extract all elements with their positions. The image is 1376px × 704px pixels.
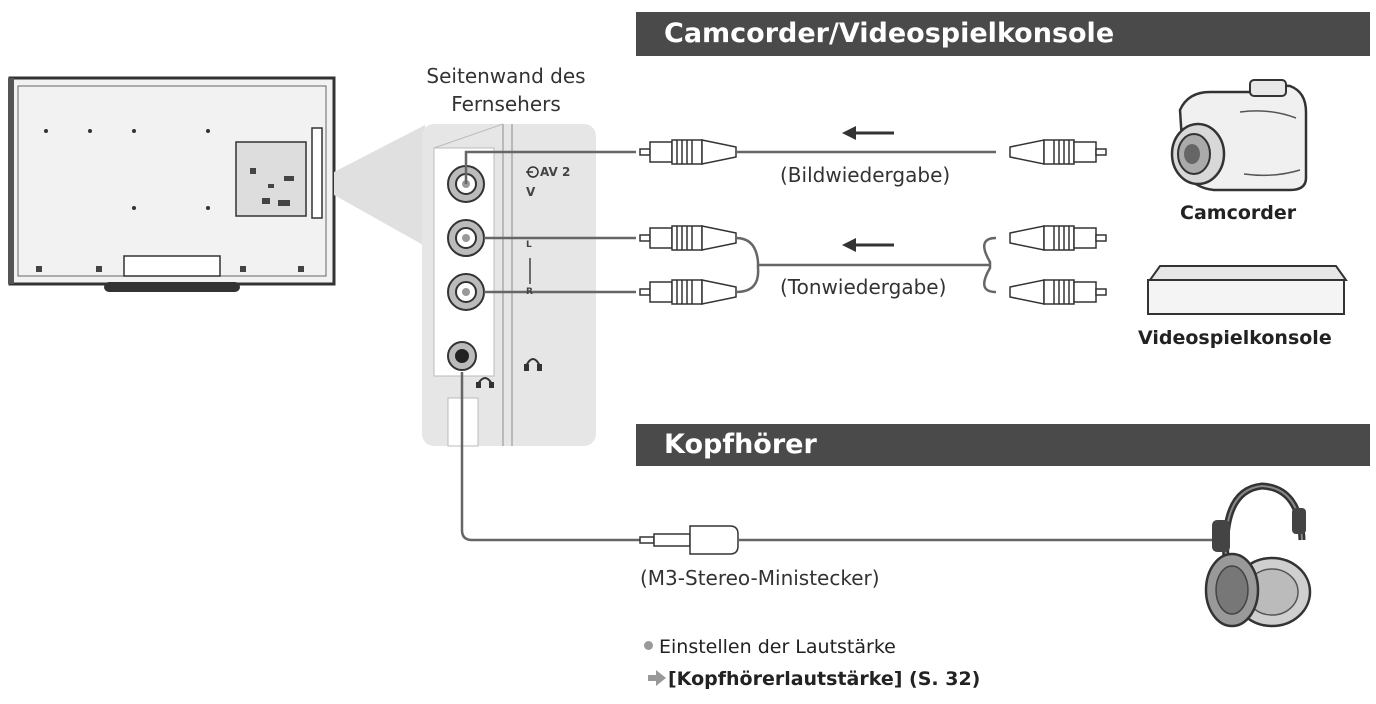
bullet-icon	[644, 641, 653, 650]
label-v: V	[526, 185, 536, 199]
reference-arrow-icon	[656, 669, 666, 686]
headphone-icon-small	[476, 377, 494, 388]
label-r: R	[526, 287, 533, 297]
camcorder-icon	[1170, 79, 1308, 192]
note-reference[interactable]: [Kopfhörerlautstärke] (S. 32)	[648, 668, 980, 690]
cable-label-audio: (Tonwiedergabe)	[780, 275, 947, 299]
section-header-camcorder: Camcorder/Videospielkonsole	[636, 12, 1370, 56]
note-volume-text: Einstellen der Lautstärke	[659, 636, 896, 658]
jack-audio-r	[447, 273, 485, 311]
cable-label-video: (Bildwiedergabe)	[780, 163, 951, 187]
label-av2: AV 2	[540, 165, 571, 179]
input-icon	[526, 166, 539, 178]
arrow-left-icon	[842, 126, 894, 140]
label-l: L	[526, 240, 532, 250]
headphone-icon	[524, 358, 542, 371]
tv-icon	[8, 76, 336, 292]
console-icon	[1147, 265, 1348, 315]
note-volume: Einstellen der Lautstärke	[644, 636, 896, 658]
section-header-headphones: Kopfhörer	[636, 424, 1370, 466]
side-panel-title-line1: Seitenwand des	[426, 64, 586, 88]
cable-label-minijack: (M3-Stereo-Ministecker)	[640, 566, 880, 590]
side-panel-title-line2: Fernsehers	[451, 92, 561, 116]
arrow-left-icon-audio	[842, 238, 894, 252]
device-label-console: Videospielkonsole	[1138, 327, 1332, 349]
jack-headphone	[447, 341, 477, 371]
reference-arrow-icon-bar	[648, 674, 656, 681]
minijack-plug	[639, 525, 739, 555]
note-reference-text: [Kopfhörerlautstärke] (S. 32)	[668, 668, 981, 690]
device-label-camcorder: Camcorder	[1180, 202, 1297, 224]
jack-audio-l	[447, 219, 485, 257]
side-panel-title: Seitenwand des Fernsehers	[416, 62, 596, 118]
headphones-icon	[1204, 482, 1312, 628]
